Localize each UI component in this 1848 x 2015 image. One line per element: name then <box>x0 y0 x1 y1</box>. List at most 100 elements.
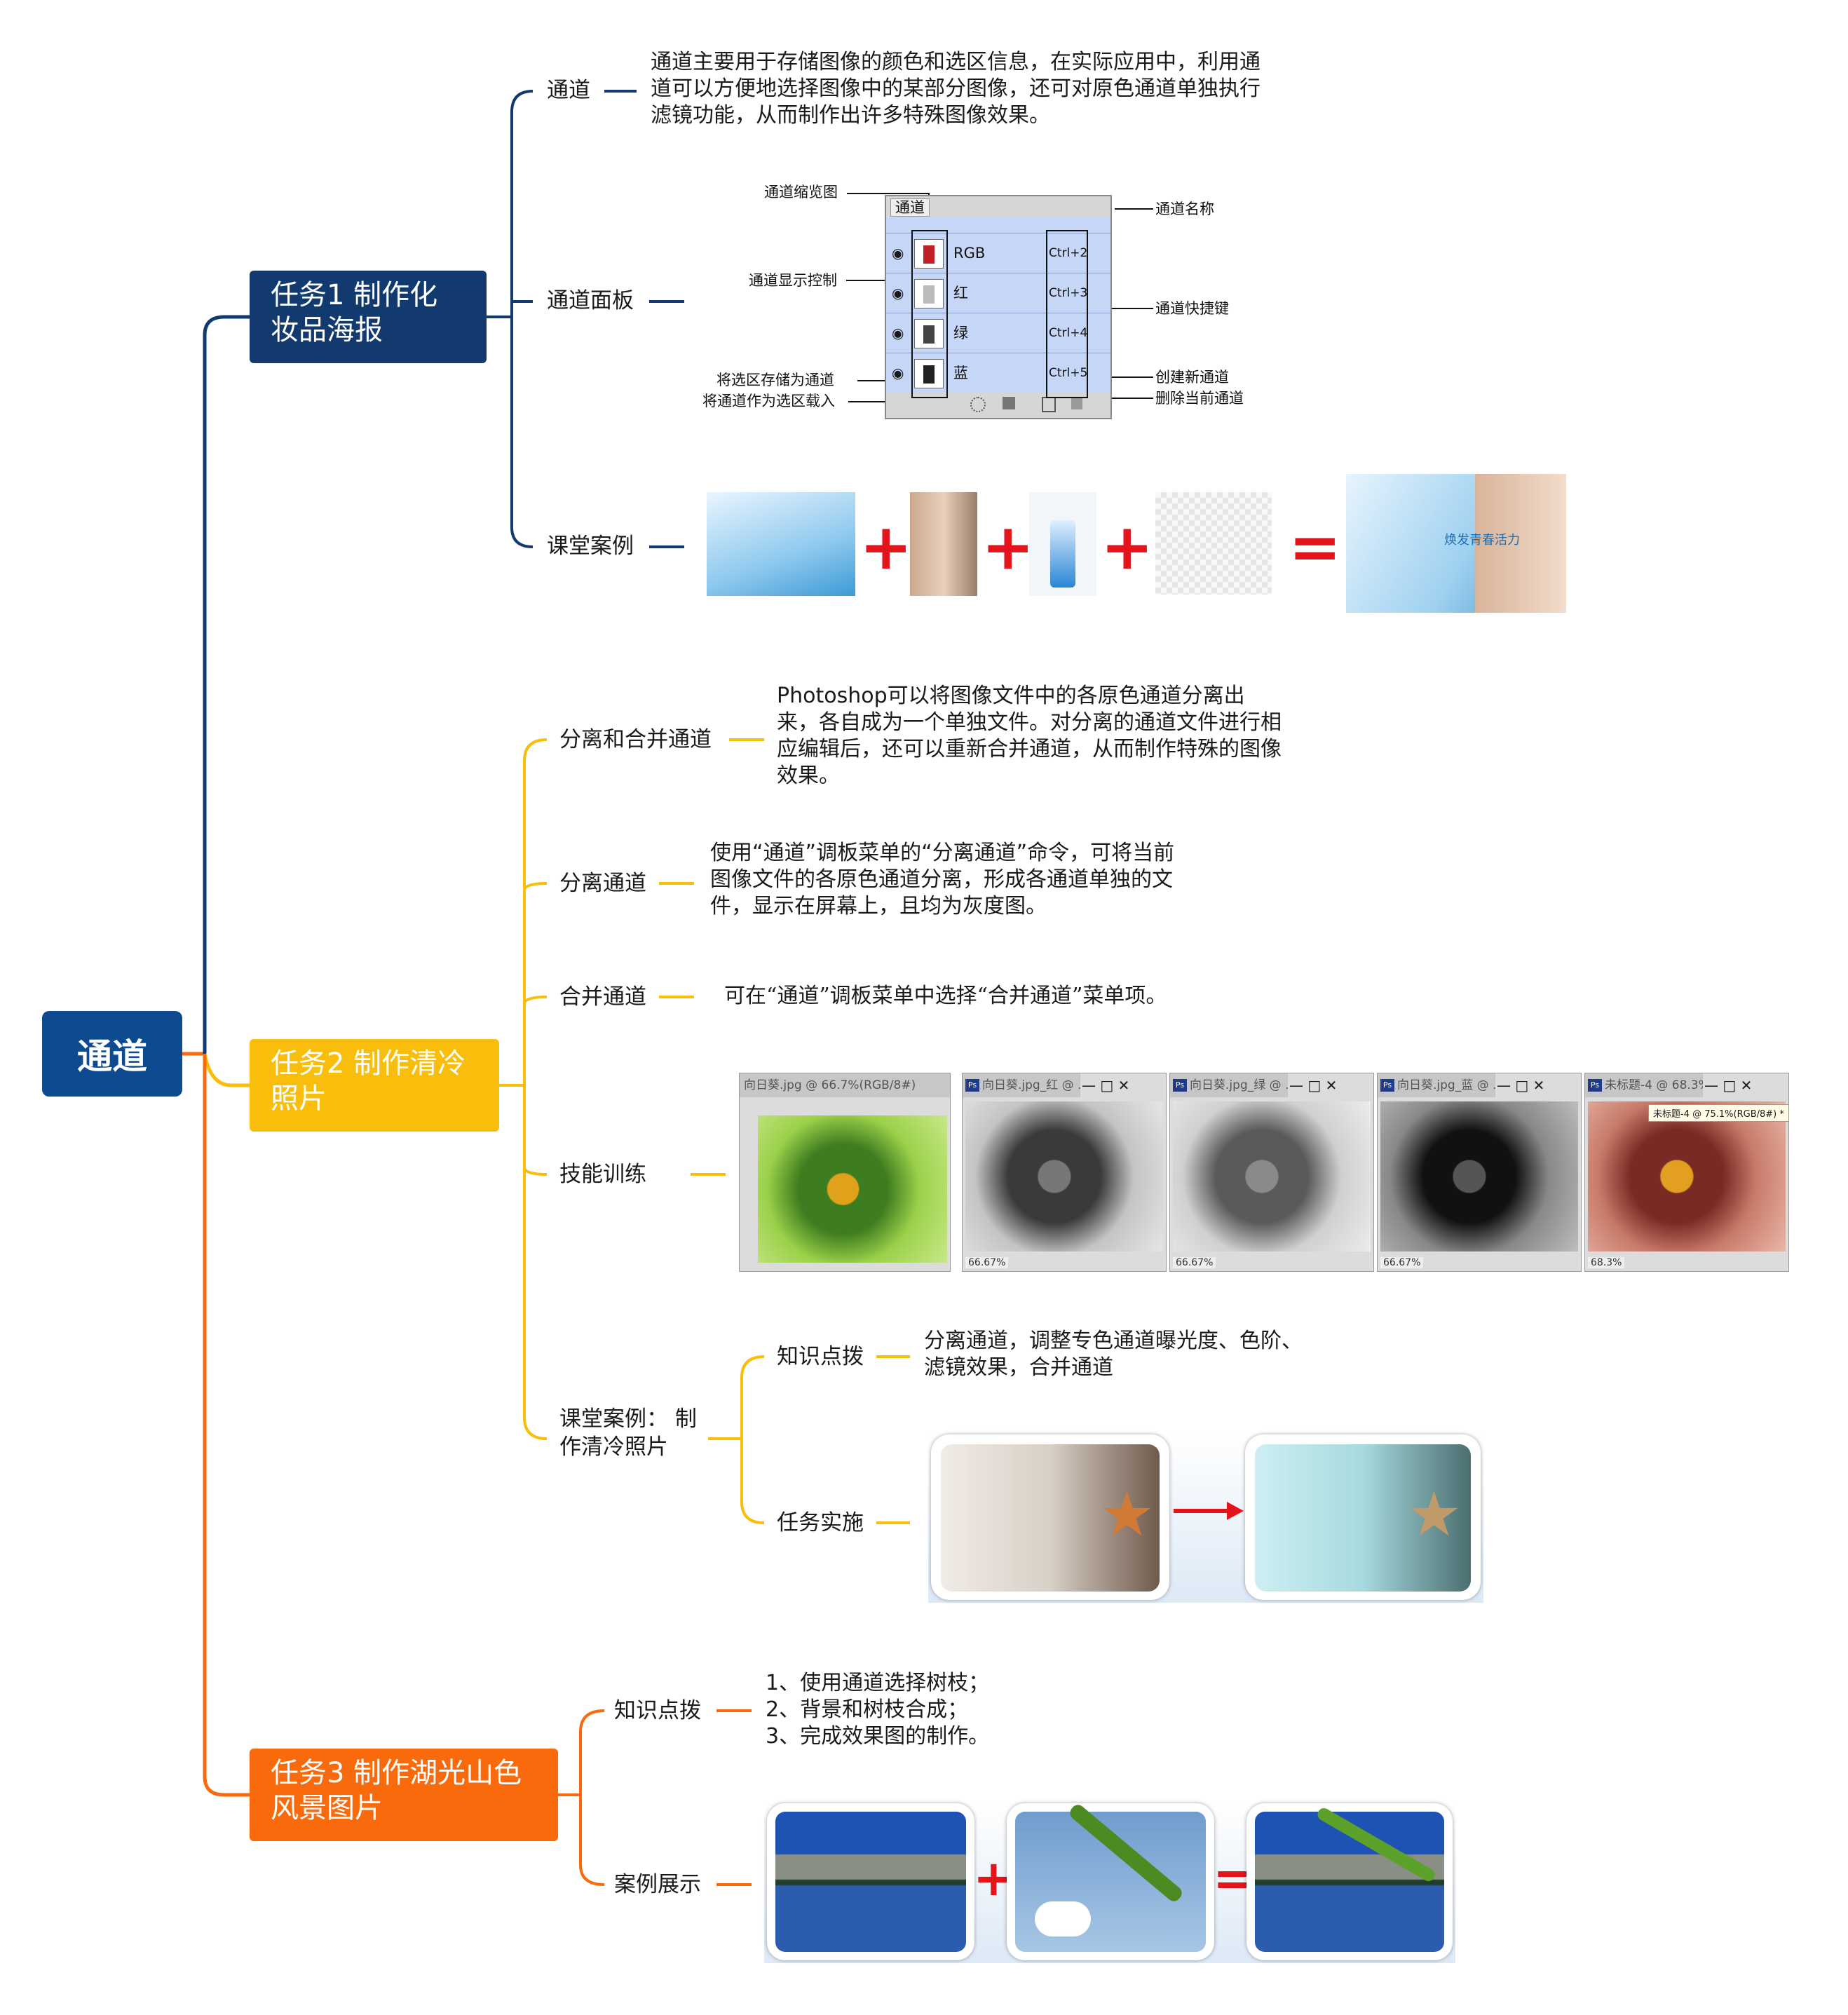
zoom-readout: 66.67% <box>1173 1257 1216 1268</box>
ps-logo-icon: Ps <box>965 1079 979 1092</box>
channel-thumbnail <box>914 359 944 388</box>
load-selection-icon[interactable] <box>970 397 986 412</box>
poster-result-image: 焕发青春活力 <box>1346 474 1566 613</box>
window-controls[interactable]: — □ ✕ <box>1289 1077 1338 1094</box>
task1-node: 任务1 制作化妆品海报 <box>250 271 487 363</box>
eye-icon[interactable]: ◉ <box>892 365 904 381</box>
window-controls[interactable]: — □ ✕ <box>1704 1077 1753 1094</box>
panel-header: 通道 <box>886 196 1110 217</box>
poster-text: 焕发青春活力 <box>1444 533 1520 548</box>
skill-screenshot: 向日葵.jpg @ 66.7%(RGB/8#) Ps 向日葵.jpg_红 @ .… <box>739 1073 1792 1273</box>
panel-row-red[interactable]: ◉ 红 Ctrl+3 <box>886 273 1110 313</box>
task3-knowledge-label: 知识点拨 <box>614 1698 701 1723</box>
equals-sign: = <box>1289 510 1342 584</box>
task2-title: 任务2 制作清冷照片 <box>271 1047 466 1115</box>
channel-shortcut: Ctrl+4 <box>1049 326 1088 340</box>
callout-shortcut: 通道快捷键 <box>1155 300 1229 317</box>
window-controls[interactable]: — □ ✕ <box>1497 1077 1545 1094</box>
plus-sign: + <box>1101 510 1154 584</box>
panel-row-rgb[interactable]: ◉ RGB Ctrl+2 <box>886 233 1110 273</box>
panel-node-label: 通道面板 <box>547 288 634 313</box>
task3-knowledge-item-3: 3、完成效果图的制作。 <box>766 1724 990 1749</box>
task2-knowledge-label: 知识点拨 <box>777 1344 864 1369</box>
window-controls[interactable]: — □ ✕ <box>1082 1077 1130 1094</box>
task3-node: 任务3 制作湖光山色风景图片 <box>250 1749 558 1841</box>
callout-thumb: 通道缩览图 <box>764 184 838 201</box>
task3-title: 任务3 制作湖光山色风景图片 <box>271 1757 522 1824</box>
sunflower-color-image <box>758 1115 947 1263</box>
face-image <box>910 492 977 596</box>
task2-impl-label: 任务实施 <box>777 1510 864 1535</box>
task2-case-label: 课堂案例： 制作清冷照片 <box>559 1406 697 1460</box>
callout-visibility: 通道显示控制 <box>749 272 837 289</box>
split-desc: 使用“通道”调板菜单的“分离通道”命令，可将当前图像文件的各原色通道分离，形成各… <box>710 841 1175 918</box>
result-photo-frame: ★ <box>1245 1434 1481 1600</box>
skill-label: 技能训练 <box>559 1162 646 1187</box>
ps-window-merged: Ps 未标题-4 @ 68.3%(... — □ ✕ 未标题-4 @ 75.1%… <box>1584 1073 1789 1272</box>
root-node: 通道 <box>42 1011 182 1097</box>
callout-name: 通道名称 <box>1155 201 1214 217</box>
channels-panel: 通道 ◉ RGB Ctrl+2 ◉ 红 Ctrl+3 ◉ 绿 Ctrl+4 ◉ … <box>885 195 1112 419</box>
channel-name: RGB <box>953 245 986 262</box>
sunflower-green-channel <box>1173 1101 1371 1251</box>
shortcut-outline <box>1046 230 1088 398</box>
ps-logo-icon: Ps <box>1173 1079 1187 1092</box>
callout-new-channel: 创建新通道 <box>1155 369 1229 386</box>
eye-icon[interactable]: ◉ <box>892 325 904 341</box>
channel-desc: 通道主要用于存储图像的颜色和选区信息，在实际应用中，利用通道可以方便地选择图像中… <box>651 50 1261 128</box>
lake-photo-frame <box>767 1803 974 1960</box>
channel-label: 通道 <box>547 78 590 103</box>
panel-row-green[interactable]: ◉ 绿 Ctrl+4 <box>886 313 1110 353</box>
eye-icon[interactable]: ◉ <box>892 285 904 301</box>
callout-load-selection: 将通道作为选区载入 <box>702 393 835 409</box>
zoom-readout: 66.67% <box>965 1257 1009 1268</box>
task3-knowledge-item-1: 1、使用通道选择树枝； <box>766 1671 990 1695</box>
merge-desc: 可在“通道”调板菜单中选择“合并通道”菜单项。 <box>724 984 1167 1008</box>
ps-window-original: 向日葵.jpg @ 66.7%(RGB/8#) <box>739 1073 951 1272</box>
tooltip: 未标题-4 @ 75.1%(RGB/8#) * <box>1648 1104 1789 1122</box>
panel-tab[interactable]: 通道 <box>890 198 930 217</box>
star-icon: ★ <box>1406 1478 1462 1550</box>
arrow-shaft <box>1174 1509 1228 1513</box>
window-title: 向日葵.jpg_绿 @ ... <box>1170 1073 1288 1097</box>
plus-sign: + <box>981 510 1035 584</box>
trash-icon[interactable] <box>1071 397 1082 409</box>
save-selection-icon[interactable] <box>1003 397 1015 409</box>
split-label: 分离通道 <box>559 871 646 896</box>
channel-name: 红 <box>953 285 968 301</box>
callout-save-selection: 将选区存储为通道 <box>716 372 834 388</box>
star-icon: ★ <box>1099 1478 1155 1550</box>
ps-window-red: Ps 向日葵.jpg_红 @ ... — □ ✕ 66.67% <box>962 1073 1167 1272</box>
channel-shortcut: Ctrl+3 <box>1049 286 1088 300</box>
eye-icon[interactable]: ◉ <box>892 245 904 262</box>
transparent-sparkle-image <box>1155 492 1272 595</box>
sunflower-merged-image <box>1588 1101 1786 1251</box>
plus-sign: + <box>860 510 913 584</box>
callout-delete-channel: 删除当前通道 <box>1155 390 1244 407</box>
split-merge-label: 分离和合并通道 <box>559 727 712 752</box>
task3-showcase-label: 案例展示 <box>614 1872 701 1897</box>
composite-photo-frame <box>1246 1803 1453 1960</box>
cold-photo-showcase: ★ ★ <box>928 1432 1483 1603</box>
split-merge-desc: Photoshop可以将图像文件中的各原色通道分离出来，各自成为一个单独文件。对… <box>777 684 1282 788</box>
merge-label: 合并通道 <box>559 984 646 1010</box>
task2-node: 任务2 制作清冷照片 <box>250 1039 499 1132</box>
ps-window-blue: Ps 向日葵.jpg_蓝 @ ... — □ ✕ 66.67% <box>1377 1073 1582 1272</box>
task3-knowledge-item-2: 2、背景和树枝合成； <box>766 1697 969 1722</box>
task1-title: 任务1 制作化妆品海报 <box>271 279 438 346</box>
new-channel-icon[interactable] <box>1042 397 1056 412</box>
window-title: 向日葵.jpg_红 @ ... <box>963 1073 1080 1097</box>
landscape-showcase: + = <box>764 1800 1455 1963</box>
channel-name: 绿 <box>953 325 968 341</box>
ps-window-green: Ps 向日葵.jpg_绿 @ ... — □ ✕ 66.67% <box>1169 1073 1374 1272</box>
original-photo-frame: ★ <box>931 1434 1169 1600</box>
panel-row-blue[interactable]: ◉ 蓝 Ctrl+5 <box>886 353 1110 393</box>
sky-background-image <box>707 492 855 596</box>
arrow-right-icon <box>1227 1502 1244 1520</box>
task2-knowledge-desc: 分离通道，调整专色通道曝光度、色阶、滤镜效果，合并通道 <box>924 1329 1303 1380</box>
channel-shortcut: Ctrl+5 <box>1049 366 1088 380</box>
sunflower-red-channel <box>965 1101 1163 1251</box>
branch-photo-frame <box>1007 1803 1214 1960</box>
window-title: 向日葵.jpg @ 66.7%(RGB/8#) <box>740 1073 950 1097</box>
